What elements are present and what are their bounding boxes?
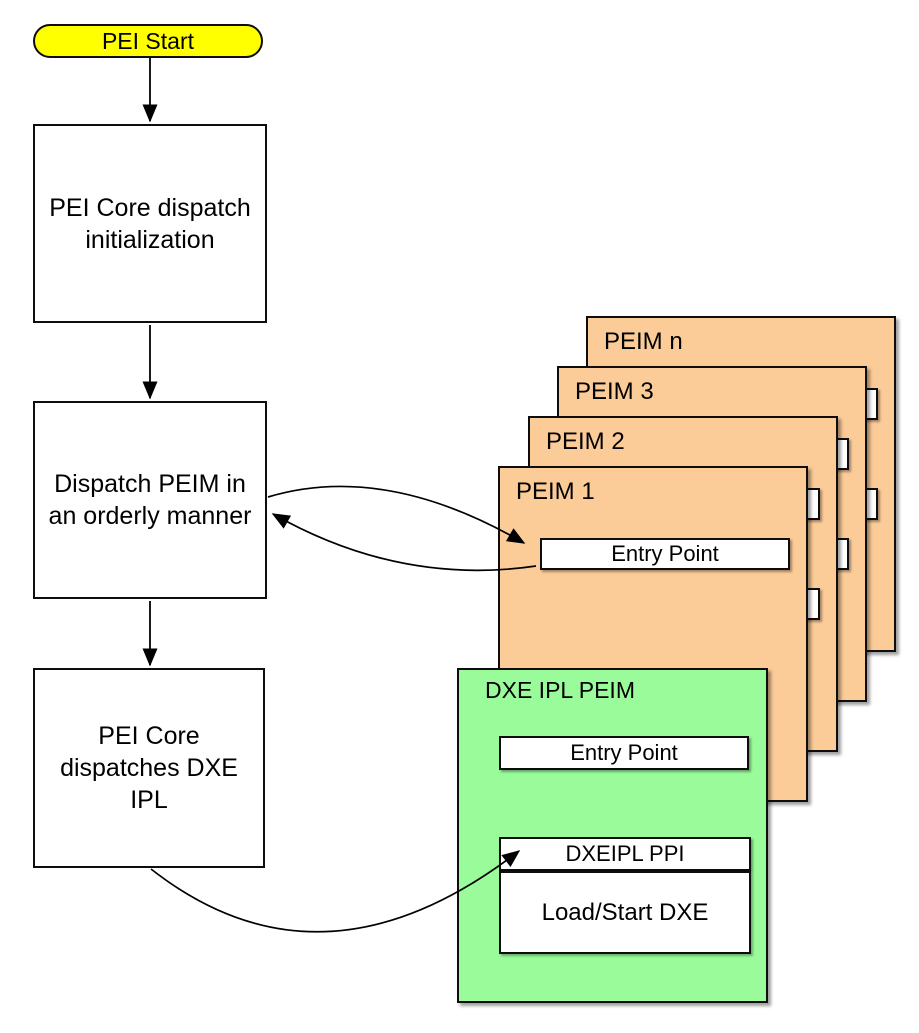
peim-1-entry-point-bar: Entry Point — [540, 538, 790, 570]
pei-core-dispatch-initialization-node: PEI Core dispatch initialization — [33, 124, 267, 323]
load-start-dxe-box: Load/Start DXE — [499, 871, 751, 954]
peim-n-label: PEIM n — [604, 328, 683, 355]
arrow-entry-point-to-dispatch — [271, 513, 537, 572]
dispatch-peim-node: Dispatch PEIM in an orderly manner — [33, 401, 267, 599]
peim-2-label: PEIM 2 — [546, 428, 625, 455]
peim-1-label: PEIM 1 — [516, 478, 595, 505]
pei-core-dispatches-dxe-ipl-node: PEI Core dispatches DXE IPL — [33, 668, 265, 868]
dxe-ipl-entry-point-bar: Entry Point — [499, 736, 749, 770]
dxeipl-ppi-bar: DXEIPL PPI — [499, 837, 751, 871]
peim-3-label: PEIM 3 — [575, 378, 654, 405]
dxe-ipl-peim-label: DXE IPL PEIM — [485, 677, 635, 703]
dxe-ipl-peim-card: DXE IPL PEIM Entry Point DXEIPL PPI Load… — [457, 668, 768, 1003]
pei-start-node: PEI Start — [33, 24, 263, 58]
arrow-dispatch-to-entry-point — [267, 485, 526, 544]
